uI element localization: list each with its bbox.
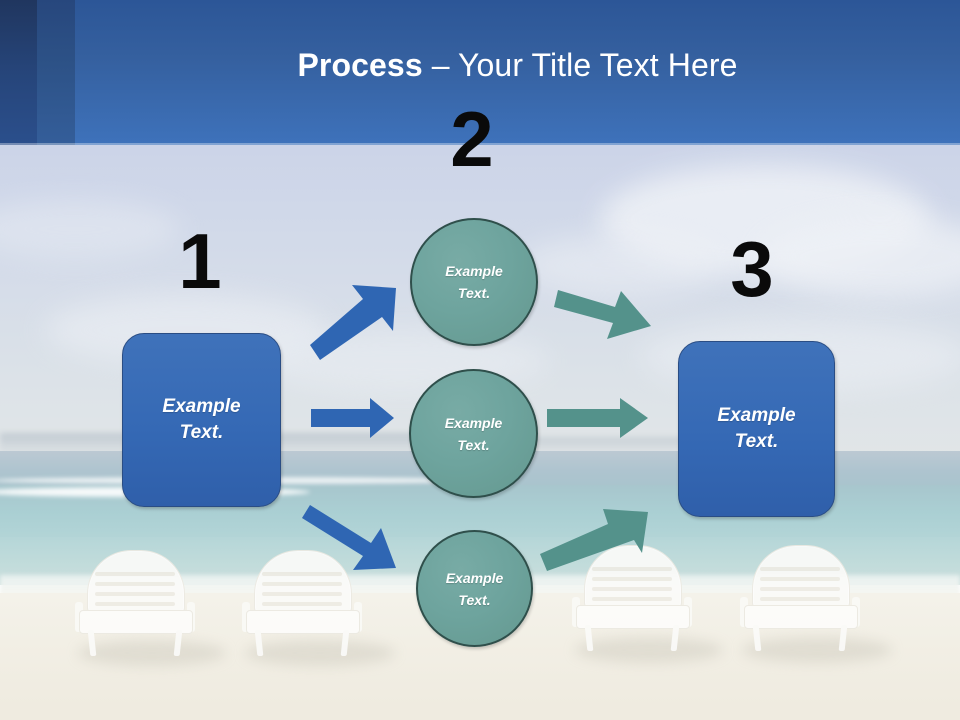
- cloud-shape: [760, 217, 960, 297]
- box-left-line1: Example: [162, 396, 241, 417]
- box-left-line2: Text.: [179, 422, 224, 443]
- chair-shadow: [78, 640, 226, 666]
- cloud-shape: [520, 235, 720, 295]
- lounge-chair: [740, 545, 860, 653]
- chair-slat: [95, 582, 175, 586]
- box-right-line1: Example: [717, 405, 796, 426]
- cloud-shape: [0, 200, 180, 258]
- chair-slat: [262, 602, 342, 606]
- chair-slat: [95, 602, 175, 606]
- process-box-left-label: Example Text.: [162, 394, 240, 446]
- chair-slat: [95, 592, 175, 596]
- chair-slat: [760, 577, 840, 581]
- chair-seat: [576, 605, 690, 629]
- process-box-right[interactable]: Example Text.: [678, 341, 835, 517]
- page-title-rest: – Your Title Text Here: [422, 47, 738, 83]
- chair-slat: [262, 572, 342, 576]
- chair-slat: [592, 597, 672, 601]
- circle-bottom-line1: Example: [445, 569, 504, 586]
- chair-seat: [744, 605, 858, 629]
- chair-shadow: [742, 637, 892, 663]
- page-title-strong: Process: [297, 47, 423, 83]
- chair-seat: [246, 610, 360, 634]
- chair-leg: [173, 630, 183, 656]
- circle-top-line2: Text.: [457, 285, 491, 301]
- header-accent-band-dark: [0, 0, 37, 145]
- chair-leg: [670, 625, 680, 651]
- process-circle-middle[interactable]: Example Text.: [409, 369, 538, 498]
- chair-shadow: [245, 640, 395, 666]
- process-box-right-label: Example Text.: [717, 403, 795, 455]
- header-background: [0, 0, 960, 145]
- chair-slat: [262, 592, 342, 596]
- step-number-2: 2: [450, 95, 494, 183]
- process-circle-bottom[interactable]: Example Text.: [416, 530, 533, 647]
- chair-shadow: [575, 637, 723, 663]
- chair-leg: [340, 630, 350, 656]
- process-circle-middle-label: Example Text.: [445, 412, 503, 456]
- chair-slat: [760, 587, 840, 591]
- header-underline: [0, 143, 960, 145]
- step-number-1: 1: [178, 217, 222, 305]
- chair-slat: [592, 567, 672, 571]
- chair-slat: [95, 572, 175, 576]
- circle-middle-line1: Example: [444, 414, 503, 431]
- step-number-3: 3: [730, 225, 774, 313]
- process-box-left[interactable]: Example Text.: [122, 333, 281, 507]
- slide-header: Process – Your Title Text Here: [0, 0, 960, 145]
- chair-slat: [262, 582, 342, 586]
- chair-slat: [592, 577, 672, 581]
- process-circle-top-label: Example Text.: [445, 260, 503, 304]
- page-title: Process – Your Title Text Here: [75, 44, 960, 86]
- chair-slat: [760, 567, 840, 571]
- circle-top-line1: Example: [445, 263, 503, 279]
- process-circle-bottom-label: Example Text.: [446, 567, 504, 611]
- process-circle-top[interactable]: Example Text.: [410, 218, 538, 346]
- chair-seat: [79, 610, 193, 634]
- lounge-chair: [572, 545, 692, 653]
- circle-bottom-line2: Text.: [458, 591, 491, 608]
- circle-middle-line2: Text.: [457, 436, 490, 453]
- chair-slat: [760, 597, 840, 601]
- chair-leg: [838, 625, 848, 651]
- chair-slat: [592, 587, 672, 591]
- lounge-chair: [75, 550, 195, 658]
- box-right-line2: Text.: [734, 431, 779, 452]
- lounge-chair: [242, 550, 362, 658]
